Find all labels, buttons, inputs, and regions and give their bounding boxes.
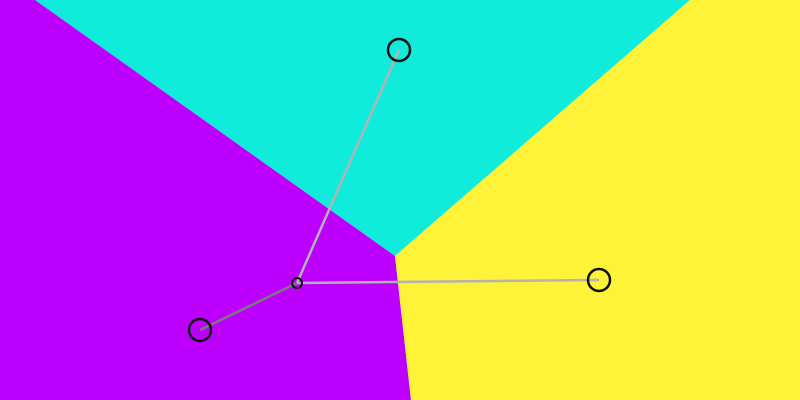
top-handle[interactable]	[386, 37, 412, 63]
connector-line-left	[199, 281, 298, 332]
right-handle[interactable]	[586, 267, 612, 293]
right-region	[395, 0, 800, 400]
left-region	[0, 0, 411, 400]
center-handle[interactable]	[291, 277, 303, 289]
connector-line-right	[296, 278, 600, 285]
connector-line-top	[295, 49, 401, 284]
top-region	[35, 0, 690, 256]
left-handle[interactable]	[187, 317, 213, 343]
